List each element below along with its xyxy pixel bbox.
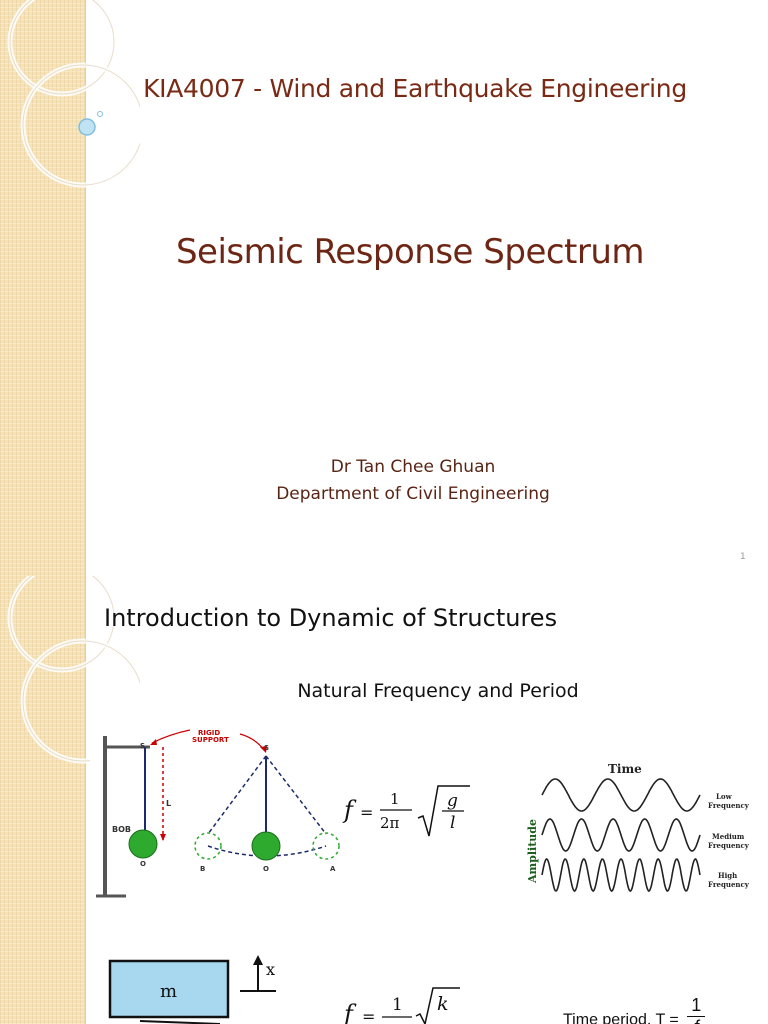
svg-text:l: l: [450, 813, 455, 833]
s-label-right: S: [264, 744, 269, 752]
main-title: Seismic Response Spectrum: [175, 232, 645, 272]
mass-block: [108, 959, 230, 1019]
b-label: B: [200, 865, 205, 873]
rigid-label: RIGID: [198, 729, 220, 737]
title-slide: KIA4007 - Wind and Earthquake Engineerin…: [0, 0, 768, 576]
department-name: Department of Civil Engineering: [276, 484, 550, 504]
circles-decoration: [7, 576, 140, 764]
bob-left: [128, 829, 158, 859]
low-frequency-wave: [541, 778, 701, 812]
low-frequency-label: Frequency: [708, 801, 750, 810]
mass-label: m: [160, 981, 177, 1002]
high-frequency-label: Frequency: [708, 880, 750, 889]
s-label-left: S: [140, 742, 145, 750]
svg-text:f: f: [342, 1000, 357, 1024]
spring-formula: f = 1 k: [342, 987, 460, 1024]
bob-center: [251, 831, 281, 861]
mass-diagram: m x: [108, 955, 276, 1024]
content-slide: Introduction to Dynamic of Structures Na…: [0, 576, 768, 1024]
o-label-left: O: [140, 860, 146, 868]
course-title: KIA4007 - Wind and Earthquake Engineerin…: [143, 74, 687, 103]
author-name: Dr Tan Chee Ghuan: [330, 457, 496, 477]
slide-heading: Introduction to Dynamic of Structures: [104, 604, 558, 632]
svg-text:1: 1: [392, 995, 403, 1015]
time-period-label: Time period, T =: [563, 1011, 679, 1024]
medium-frequency-wave: [541, 818, 701, 852]
o-label-right: O: [263, 865, 269, 873]
support-label: SUPPORT: [192, 736, 229, 744]
amplitude-label: Amplitude: [526, 819, 539, 884]
svg-text:f: f: [342, 796, 357, 824]
pendulum-formula: f = 1 2π g l: [342, 785, 470, 837]
svg-text:2π: 2π: [380, 814, 400, 832]
a-label: A: [330, 865, 336, 873]
svg-text:1: 1: [390, 790, 400, 808]
low-label: Low: [716, 792, 733, 801]
high-label: High: [718, 871, 737, 880]
fraction-numerator: 1: [687, 995, 706, 1017]
svg-text:g: g: [447, 791, 458, 811]
svg-text:=: =: [362, 1007, 375, 1024]
x-label: x: [266, 960, 275, 979]
length-label: L: [166, 799, 171, 808]
time-label: Time: [608, 762, 642, 776]
page-number: 1: [740, 552, 746, 562]
high-frequency-wave: [541, 858, 701, 892]
circles-decoration: [7, 0, 140, 188]
time-period-formula: Time period, T = 1 f: [563, 995, 706, 1024]
pendulum-diagram: L BOB O S RIGID SUPPORT S B O A: [90, 706, 360, 906]
slide-subheading: Natural Frequency and Period: [297, 680, 579, 702]
medium-label: Medium: [712, 832, 745, 841]
frequency-waves-diagram: Time Amplitude Low Frequency Medium Freq…: [520, 759, 760, 919]
slide-sidebar-decoration: [0, 0, 86, 576]
bob-label: BOB: [112, 825, 131, 834]
svg-text:k: k: [437, 993, 449, 1015]
svg-text:=: =: [360, 803, 373, 822]
author-block: Dr Tan Chee Ghuan Department of Civil En…: [0, 454, 768, 508]
slide-sidebar-decoration: [0, 576, 86, 1024]
medium-frequency-label: Frequency: [708, 841, 750, 850]
fraction-denominator: f: [687, 1017, 705, 1024]
